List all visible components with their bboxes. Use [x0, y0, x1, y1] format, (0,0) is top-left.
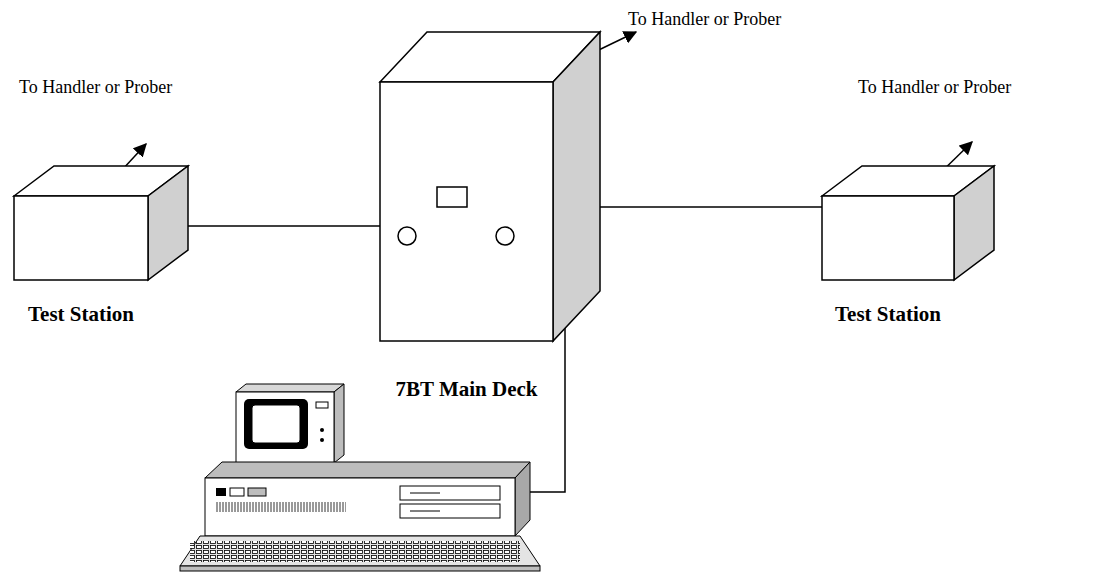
connector — [600, 206, 822, 208]
box-outline — [14, 166, 188, 280]
test-station: Test Station — [14, 166, 188, 280]
computer-illustration — [180, 384, 540, 571]
node-label: Test Station — [835, 302, 941, 327]
node-label: Test Station — [28, 302, 134, 327]
box-outline — [822, 166, 994, 280]
main-deck: 7BT Main Deck — [380, 32, 600, 341]
handler-label: To Handler or Prober — [858, 77, 1011, 98]
handler-label: To Handler or Prober — [19, 77, 172, 98]
test-station: Test Station — [822, 166, 994, 280]
handler-label: To Handler or Prober — [628, 9, 781, 30]
box-outline — [380, 32, 600, 341]
node-label: 7BT Main Deck — [396, 377, 538, 402]
connector — [188, 225, 380, 227]
